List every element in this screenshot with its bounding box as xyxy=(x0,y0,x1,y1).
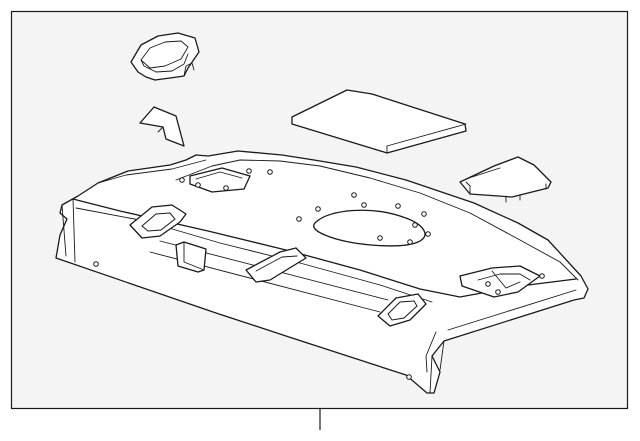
insulator-pad-part xyxy=(139,106,185,147)
cover-panel-part xyxy=(291,89,467,154)
filler-trim-part xyxy=(459,156,552,203)
fastener-holes xyxy=(93,168,545,380)
speaker-bracket-part xyxy=(130,32,200,81)
rear-shelf-panel-part xyxy=(55,150,589,394)
